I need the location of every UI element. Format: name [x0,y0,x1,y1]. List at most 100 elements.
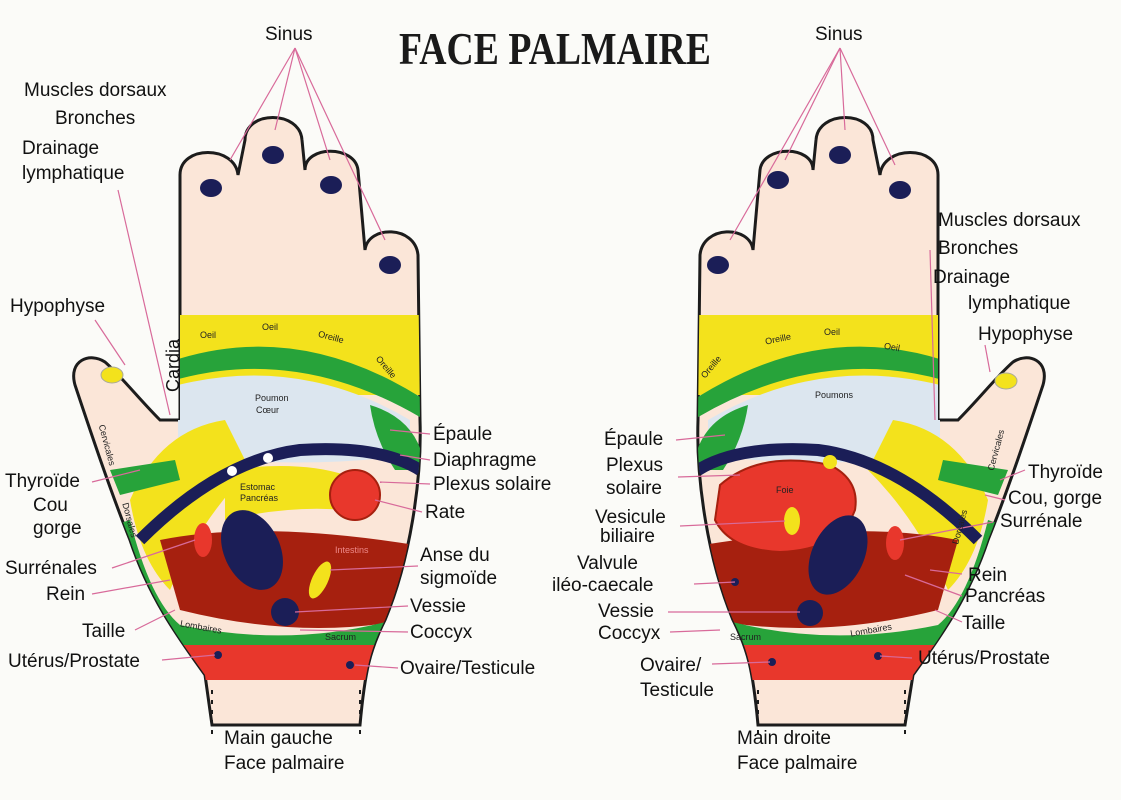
right-label-rein: Rein [968,565,1008,586]
left-label-sinus: Sinus [265,24,313,45]
right-label-plexus: Plexus [606,455,664,476]
right-ovary-dot-1 [768,658,776,666]
right-label-taille: Taille [962,613,1006,634]
right-plexus-dot [823,455,837,469]
left-bladder [271,598,299,626]
left-label-hypophyse: Hypophyse [10,296,106,317]
right-sinus-dot-4 [889,181,911,199]
left-label-vessie: Vessie [410,596,466,617]
right-label-coccyx: Coccyx [598,623,661,644]
left-green-arc [175,346,421,420]
left-label-coccyx: Coccyx [410,622,473,643]
left-zone-coeur: Cœur [256,405,279,415]
left-red-band [180,645,390,680]
left-label-ovaire-testicule: Ovaire/Testicule [400,658,536,679]
right-sinus-dot-1 [707,256,729,274]
left-lung-zone [178,375,410,463]
left-ovary-dot-2 [346,661,354,669]
right-hypophyse-spot [994,372,1018,390]
left-intestine-zone [160,531,415,628]
left-label-uterus-prostate: Utérus/Prostate [8,651,140,672]
right-label-bronches: Bronches [938,238,1019,259]
left-label-sigmoide: sigmoïde [420,568,498,589]
left-label-epaule: Épaule [433,424,493,445]
left-sigmoid [308,561,332,599]
left-label-cardia: Cardia [163,338,183,392]
left-zone-pancreas: Pancréas [240,493,279,503]
left-label-gorge: gorge [33,518,82,539]
right-label-muscles-dorsaux: Muscles dorsaux [938,210,1081,231]
right-label-uterus-prostate: Utérus/Prostate [918,648,1050,669]
right-label-vessie: Vessie [598,601,654,622]
right-label-lymphatique: lymphatique [968,293,1071,314]
right-green-border [938,460,1008,495]
right-label-surrenale: Surrénale [1000,511,1083,532]
right-label-pancreas: Pancréas [965,586,1046,607]
left-diaphragm-line [135,443,421,545]
right-green-shoulder [697,405,748,470]
left-label-cou: Cou [33,495,68,516]
left-plexus-dot-1 [227,466,237,476]
left-zone-oeil-2: Oeil [262,322,279,332]
right-label-epaule: Épaule [604,429,664,450]
left-label-surrenales: Surrénales [5,558,97,579]
right-kidney [886,526,904,560]
right-zone-foie: Foie [776,485,794,495]
left-stomach-zone [225,466,345,520]
right-label-hypophyse: Hypophyse [978,324,1074,345]
right-green-arc [697,346,943,420]
right-label-thyroide: Thyroïde [1028,462,1103,483]
left-label-anse-du: Anse du [420,545,490,566]
left-green-border [110,460,180,495]
left-green-shoulder [370,405,421,470]
left-sinus-dot-4 [379,256,401,274]
right-label-ovaire: Ovaire/ [640,655,702,676]
left-zone-estomac: Estomac [240,482,276,492]
left-caption-line1: Main gauche [224,728,333,749]
left-label-diaphragme: Diaphragme [433,450,537,471]
right-label-drainage: Drainage [933,267,1011,288]
right-ovary-dot-2 [874,652,882,660]
left-label-taille: Taille [82,621,126,642]
right-adrenal-shape [808,515,868,595]
left-label-lymphatique: lymphatique [22,163,125,184]
right-label-sinus: Sinus [815,24,863,45]
left-plexus-dot-2 [263,453,273,463]
right-zone-oeil-1: Oeil [824,327,841,337]
right-lung-zone [708,375,940,463]
left-hypophyse-spot [100,366,124,384]
right-sinus-dot-3 [829,146,851,164]
right-label-vesicule: Vesicule [595,507,666,528]
left-kidney [194,523,212,557]
right-label-solaire: solaire [606,478,662,499]
right-bladder [797,600,823,626]
left-zone-poumon: Poumon [255,393,289,403]
page-title: FACE PALMAIRE [399,23,711,74]
left-zone-sacrum: Sacrum [325,632,357,642]
right-zone-poumons: Poumons [815,390,854,400]
left-label-drainage: Drainage [22,138,100,159]
left-label-thyroide: Thyroïde [5,471,80,492]
left-zone-intestins: Intestins [335,545,369,555]
left-hand [72,116,422,735]
right-label-ileo-caecale: iléo-caecale [552,575,654,596]
right-gallbladder [784,507,800,535]
left-label-bronches: Bronches [55,108,136,129]
right-label-testicule: Testicule [640,680,714,701]
left-caption-line2: Face palmaire [224,753,345,774]
right-label-cou-gorge: Cou, gorge [1008,488,1103,509]
left-sinus-dot-1 [200,179,222,197]
right-sinus-dot-2 [767,171,789,189]
left-sinus-dot-3 [320,176,342,194]
left-label-rate: Rate [425,502,466,523]
left-label-plexus-solaire: Plexus solaire [433,474,552,495]
left-label-rein: Rein [46,584,86,605]
right-caption-line1: Main droite [737,728,831,749]
right-diaphragm-line [697,443,983,545]
right-caption-line2: Face palmaire [737,753,858,774]
left-pointer-lines [91,47,431,669]
left-label-muscles-dorsaux: Muscles dorsaux [24,80,167,101]
right-label-biliaire: biliaire [600,526,655,547]
